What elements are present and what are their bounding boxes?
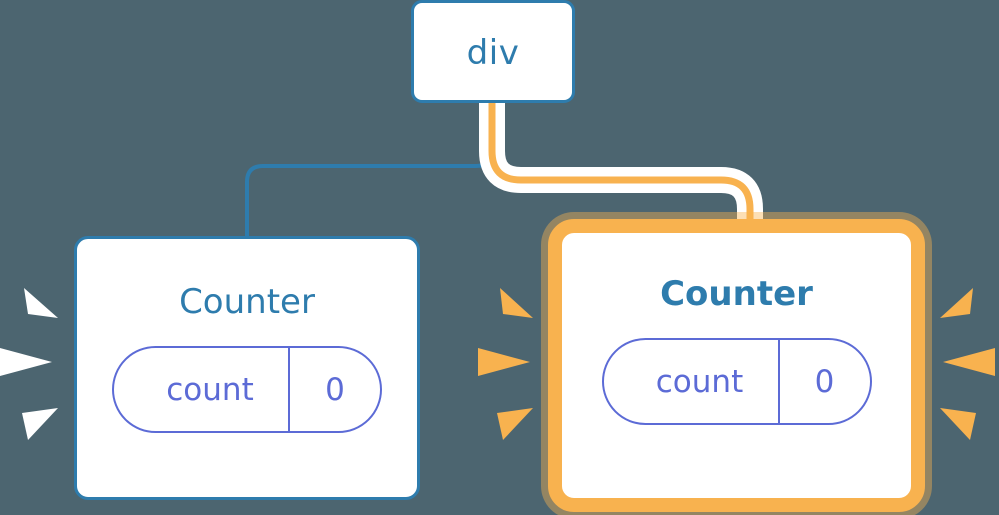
prop-divider <box>288 348 290 431</box>
prop-divider <box>777 340 780 423</box>
sparkles-left-counter-left <box>0 288 58 440</box>
prop-key: count <box>655 363 744 400</box>
node-div[interactable]: div <box>411 0 575 103</box>
node-div-label: div <box>466 32 520 73</box>
prop-pill-counter-right: count 0 <box>601 338 872 425</box>
edge-div-to-counter-right <box>488 99 754 240</box>
node-counter-left[interactable]: Counter count 0 <box>74 236 420 500</box>
prop-key: count <box>166 371 254 408</box>
prop-value: 0 <box>325 371 345 408</box>
edge-div-to-counter-left <box>245 101 494 238</box>
node-counter-right[interactable]: Counter count 0 <box>548 219 925 512</box>
node-counter-left-label: Counter <box>179 282 315 322</box>
edge-div-to-counter-right-halo <box>479 90 763 249</box>
prop-value: 0 <box>814 363 835 400</box>
node-counter-right-label: Counter <box>660 274 813 314</box>
prop-pill-counter-left: count 0 <box>112 346 382 433</box>
sparkles-right-counter-left <box>478 288 533 440</box>
sparkles-right-counter-right <box>940 288 995 440</box>
